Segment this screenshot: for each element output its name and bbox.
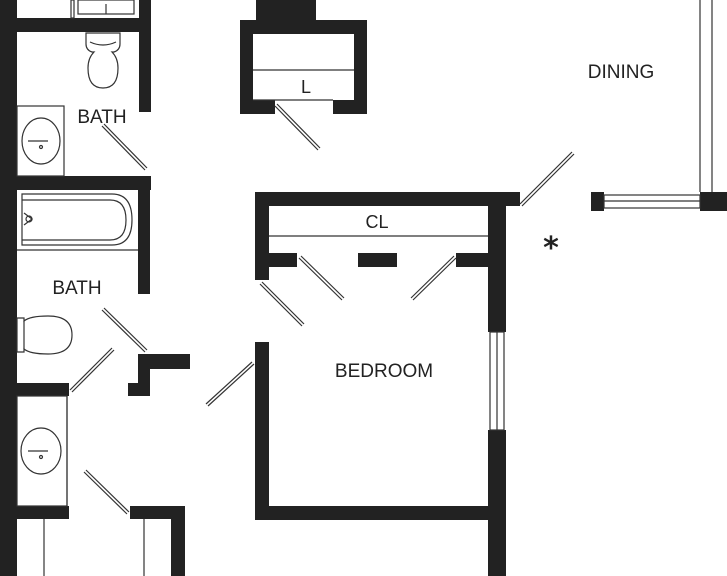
bath-divider-wall	[17, 176, 151, 190]
lower-room-east-wall	[171, 506, 185, 576]
closet-door-right	[412, 257, 457, 301]
bedroom-door	[205, 361, 253, 405]
dining-wall-stub	[591, 192, 604, 211]
dining-door	[519, 151, 573, 205]
hall-wall-stub-foot	[128, 383, 150, 396]
room-labels: DINING BATH BATH BEDROOM CL L *	[52, 62, 654, 382]
closet-label: CL	[365, 212, 388, 232]
bath-bottom-label: BATH	[52, 278, 101, 299]
bedroom-east-wall-upper	[488, 192, 506, 332]
closet-door-left	[259, 283, 303, 327]
bedroom-north-wall	[255, 192, 520, 206]
linen-closet-north-wall	[240, 20, 367, 34]
hall-wall-stub	[138, 354, 190, 369]
bath-bottom-fixtures	[16, 315, 145, 576]
bedroom-south-wall	[255, 506, 506, 520]
closet-door-left-inner	[298, 257, 343, 301]
doors	[69, 103, 575, 515]
west-wall	[0, 0, 17, 576]
bath-top-fixtures	[16, 0, 135, 177]
toilet-icon	[85, 32, 121, 89]
linen-label: L	[301, 77, 311, 97]
linen-closet-west-wall	[240, 20, 253, 114]
dining-walls	[591, 0, 727, 211]
linen-closet-east-wall	[354, 20, 367, 114]
bedroom-walls	[255, 192, 520, 576]
linen-closet-south-wall-right	[333, 100, 367, 114]
bathtub-icon	[17, 193, 138, 251]
bath-bottom-east-wall-upper	[138, 176, 150, 294]
linen-closet-south-wall-left	[240, 100, 275, 114]
toilet-icon	[16, 315, 73, 355]
bedroom-label: BEDROOM	[335, 361, 433, 382]
bath-top-door	[101, 125, 146, 171]
vanity-edge	[70, 0, 75, 19]
bath-bottom-door	[101, 309, 146, 353]
lower-room-door	[83, 471, 128, 515]
lower-room-north-wall-left	[17, 506, 69, 519]
bedroom-east-wall-lower	[488, 430, 506, 576]
bath-bottom-door-2	[69, 347, 113, 391]
exterior-walls	[0, 0, 190, 576]
linen-closet-door	[274, 105, 319, 151]
dining-label: DINING	[588, 62, 655, 83]
asterisk-marker: *	[543, 231, 559, 266]
linen-closet-top-block	[256, 0, 316, 20]
bath-top-north-wall	[17, 18, 151, 32]
closet-front-middle	[358, 253, 397, 267]
bedroom-west-wall-lower	[255, 342, 269, 520]
bath-top-label: BATH	[77, 107, 126, 128]
bath-top-east-wall	[139, 0, 151, 112]
closet-front-left	[255, 253, 297, 267]
linen-closet	[240, 0, 367, 114]
bath-bottom-south-wall	[17, 383, 69, 396]
dining-wall-corner	[700, 192, 727, 211]
